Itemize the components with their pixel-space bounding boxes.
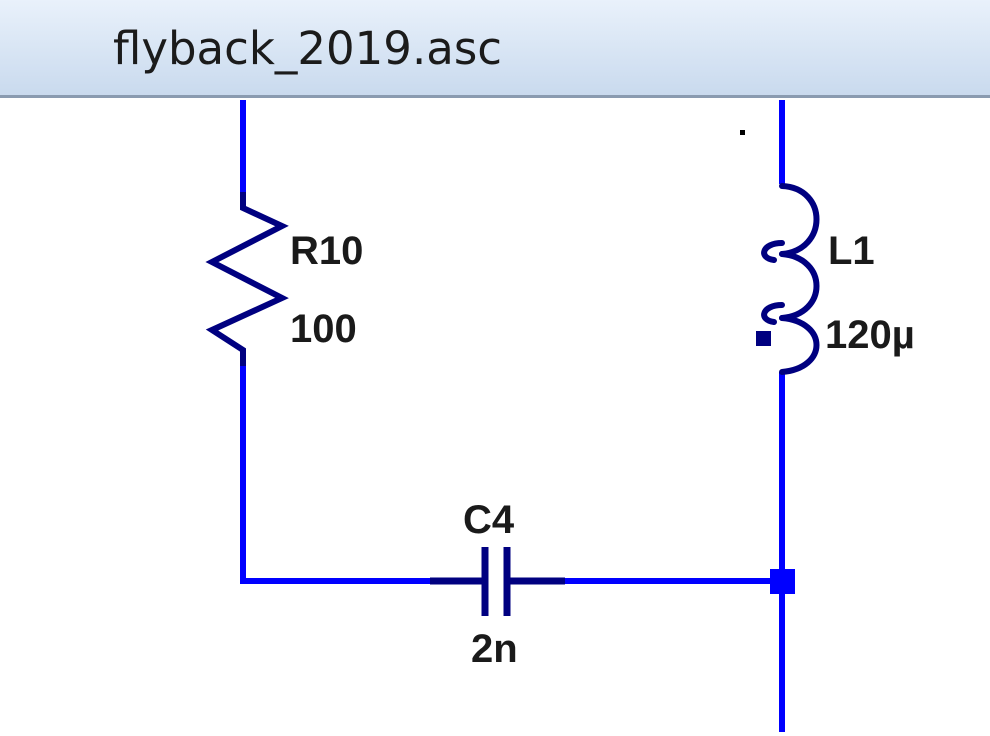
c4-ref-label: C4 [463, 498, 515, 542]
document-tab-bar: flyback_2019.asc [0, 0, 990, 98]
schematic-canvas[interactable]: R10 100 L1 120µ C4 2n [0, 98, 990, 732]
capacitor-c4-symbol[interactable] [430, 547, 565, 616]
r10-ref-label: R10 [290, 229, 363, 273]
junction-dot[interactable] [770, 569, 795, 594]
document-tab-title[interactable]: flyback_2019.asc [113, 22, 503, 75]
resistor-r10-symbol[interactable] [205, 192, 289, 366]
l1-value-label: 120µ [825, 313, 915, 357]
c4-value-label: 2n [471, 627, 518, 671]
schematic-drawing: R10 100 L1 120µ C4 2n [205, 100, 915, 732]
l1-ref-label: L1 [828, 229, 875, 273]
grid-cursor-mark [740, 130, 745, 135]
r10-value-label: 100 [290, 307, 357, 351]
inductor-l1-symbol[interactable] [761, 183, 820, 375]
inductor-polarity-dot [756, 331, 771, 346]
